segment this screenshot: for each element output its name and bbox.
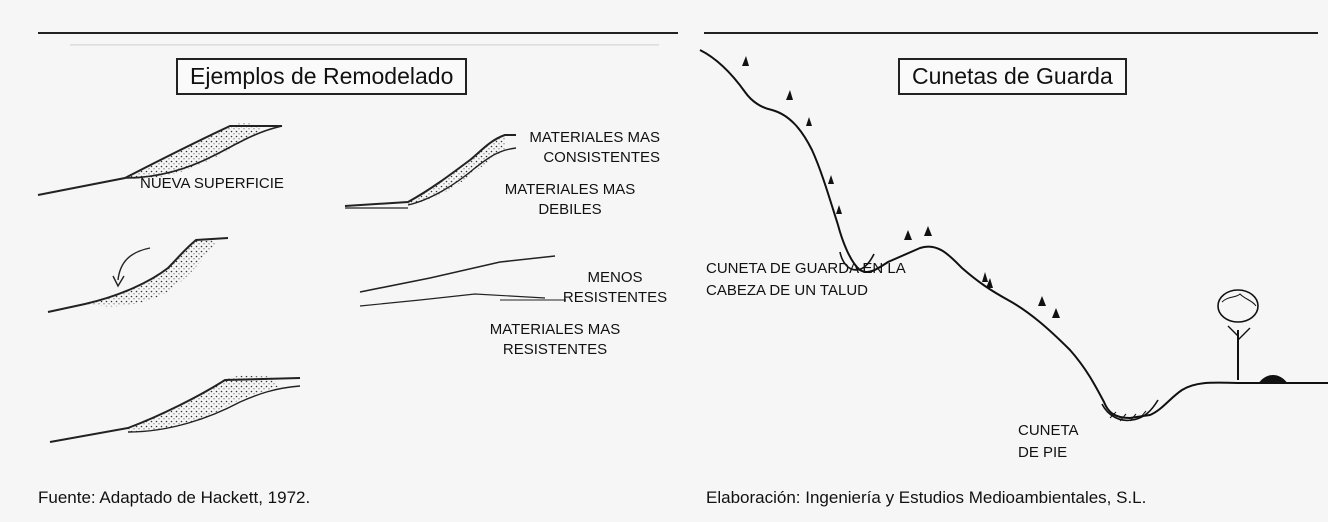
- new-surface: [124, 125, 283, 179]
- terrain-profile: [699, 49, 1328, 420]
- arrow-head: [112, 275, 125, 288]
- label-line: MATERIALES MAS: [529, 129, 660, 146]
- shrub-mark: [904, 230, 912, 240]
- top-rule-left: [38, 32, 678, 34]
- label-materiales-debiles: MATERIALES MAS DEBILES: [482, 180, 658, 220]
- cuneta-pie: [1101, 399, 1159, 422]
- vegetation-marks: [742, 56, 1060, 318]
- slope-fill-2: [85, 238, 215, 307]
- right-panel: Cunetas de Guarda: [690, 0, 1328, 522]
- pie-hatch: [1109, 410, 1147, 422]
- shrub-mark: [924, 226, 932, 236]
- example-perfil-invertido: [47, 237, 229, 313]
- label-nueva-superficie: NUEVA SUPERFICIE: [140, 175, 284, 192]
- label-line: RESISTENTES: [562, 289, 668, 306]
- tree-icon: [1217, 289, 1288, 384]
- contact-line: [407, 147, 517, 206]
- example-materiales-debiles: [344, 134, 517, 209]
- profile-line: [344, 134, 516, 207]
- original-profile: [37, 125, 282, 196]
- label-cuneta-pie: CUNETA DE PIE: [1018, 420, 1079, 464]
- label-line: CUNETA DE GUARDA EN LA: [706, 260, 906, 277]
- profile-line-2: [47, 237, 229, 313]
- remodelado-diagrams: [37, 122, 566, 443]
- label-line: RESISTENTES: [502, 341, 608, 358]
- old-curve: [117, 247, 151, 281]
- label-line: CONSISTENTES: [543, 149, 660, 166]
- tree-branch: [1227, 325, 1251, 341]
- label-line: CUNETA: [1018, 422, 1079, 439]
- title-ejemplos-remodelado: Ejemplos de Remodelado: [176, 58, 468, 95]
- example-menos-resistentes: [359, 255, 566, 307]
- label-line: DE PIE: [1018, 444, 1068, 461]
- shrub-mark: [828, 175, 834, 184]
- label-materiales-resistentes: MATERIALES MAS RESISTENTES: [470, 320, 640, 360]
- example-nueva-superficie: [37, 122, 283, 196]
- ground-bush: [1258, 375, 1288, 384]
- label-cuneta-cabeza: CUNETA DE GUARDA EN LA CABEZA DE UN TALU…: [706, 258, 906, 302]
- top-rule-right: [704, 32, 1318, 34]
- label-line: DEBILES: [538, 201, 602, 218]
- elaboration-caption: Elaboración: Ingeniería y Estudios Medio…: [706, 488, 1147, 507]
- label-line: MATERIALES MAS: [504, 181, 636, 198]
- shrub-mark: [742, 56, 749, 66]
- label-line: MATERIALES MAS: [489, 321, 621, 338]
- label-line: CABEZA DE UN TALUD: [706, 282, 868, 299]
- shrub-mark: [1038, 296, 1046, 306]
- label-materiales-consistentes: MATERIALES MAS CONSISTENTES: [520, 128, 660, 168]
- cunetas-diagram: [699, 49, 1328, 422]
- lower-line-3: [127, 385, 301, 433]
- shrub-mark: [806, 117, 812, 126]
- slope-fill: [125, 122, 260, 179]
- shrub-mark: [1052, 308, 1060, 318]
- layer-lines: [359, 255, 556, 293]
- bleed-through-text: ———————————————————————————————: [70, 34, 659, 55]
- left-panel: Ejemplos de Remodelado: [37, 32, 678, 507]
- example-materiales-resistentes: [49, 375, 301, 443]
- label-menos-resistentes: MENOS RESISTENTES: [560, 268, 670, 308]
- shrub-mark: [786, 90, 793, 100]
- cuneta-cabeza: [839, 251, 875, 271]
- layer-lines-2: [359, 293, 546, 307]
- label-line: MENOS: [587, 269, 643, 286]
- profile-line-3: [49, 377, 301, 443]
- shrub-mark: [986, 278, 993, 288]
- source-caption: Fuente: Adaptado de Hackett, 1972.: [38, 488, 311, 507]
- title-cunetas-guarda: Cunetas de Guarda: [898, 58, 1127, 95]
- shrub-mark: [836, 205, 842, 214]
- shrub-mark: [982, 272, 988, 282]
- slope-fill-3: [128, 375, 280, 432]
- tree-crown-detail: [1221, 293, 1257, 307]
